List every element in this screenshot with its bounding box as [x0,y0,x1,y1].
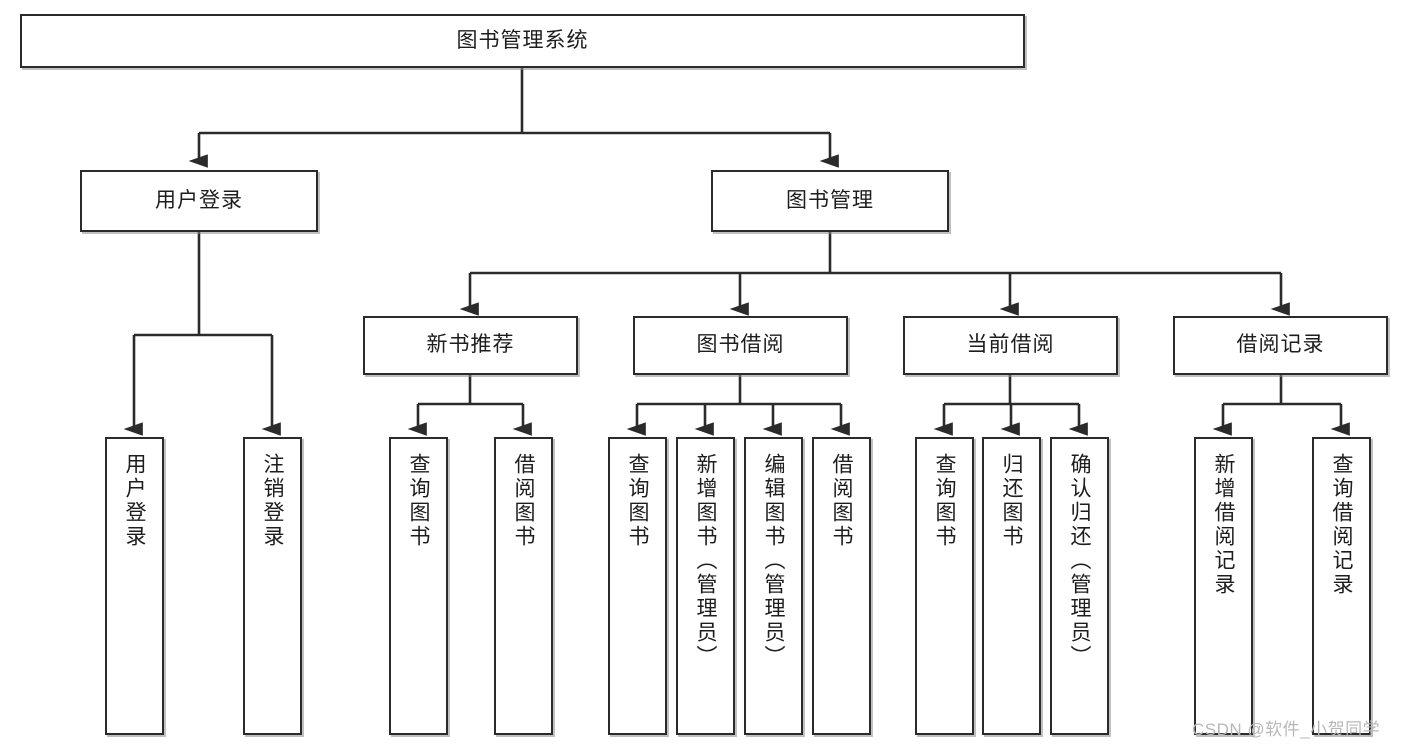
leaf-logout-login[interactable]: 注销登录 [243,437,302,735]
leaf-confirm-return-admin[interactable]: 确认归还（管理员） [1050,437,1109,735]
leaf-edit-book-admin-label: 编辑图书（管理员） [762,453,785,669]
node-user-login[interactable]: 用户登录 [80,170,318,232]
node-book-manage-label: 图书管理 [786,188,874,212]
leaf-return-book[interactable]: 归还图书 [982,437,1041,735]
leaf-add-book-admin[interactable]: 新增图书（管理员） [676,437,735,735]
node-root[interactable]: 图书管理系统 [20,14,1025,68]
node-borrow-record-label: 借阅记录 [1236,333,1325,357]
leaf-add-borrow-record[interactable]: 新增借阅记录 [1194,437,1253,735]
csdn-watermark: CSDN @软件_小贺同学 [1192,720,1381,739]
leaf-borrow-book-1[interactable]: 借阅图书 [494,437,553,735]
leaf-borrow-book-2[interactable]: 借阅图书 [812,437,871,735]
node-root-label: 图书管理系统 [456,28,589,52]
leaf-query-borrow-record[interactable]: 查询借阅记录 [1312,437,1371,735]
node-new-book-recommend[interactable]: 新书推荐 [363,316,578,375]
leaf-add-book-admin-label: 新增图书（管理员） [694,453,717,669]
node-new-book-recommend-label: 新书推荐 [426,333,515,357]
node-book-manage[interactable]: 图书管理 [711,170,949,232]
node-user-login-label: 用户登录 [155,188,243,212]
node-current-borrow-label: 当前借阅 [966,333,1055,357]
leaf-query-borrow-record-label: 查询借阅记录 [1330,453,1353,597]
leaf-add-borrow-record-label: 新增借阅记录 [1212,453,1235,597]
leaf-query-book-3-label: 查询图书 [933,453,956,549]
node-current-borrow[interactable]: 当前借阅 [903,316,1118,375]
node-borrow-record[interactable]: 借阅记录 [1173,316,1388,375]
leaf-query-book-1-label: 查询图书 [407,453,430,549]
leaf-user-login[interactable]: 用户登录 [105,437,164,735]
leaf-logout-login-label: 注销登录 [261,453,284,549]
leaf-confirm-return-admin-label: 确认归还（管理员） [1068,453,1091,669]
leaf-query-book-2-label: 查询图书 [626,453,649,549]
leaf-edit-book-admin[interactable]: 编辑图书（管理员） [744,437,803,735]
leaf-return-book-label: 归还图书 [1000,453,1023,549]
node-book-borrow[interactable]: 图书借阅 [633,316,848,375]
leaf-borrow-book-2-label: 借阅图书 [830,453,853,549]
leaf-query-book-3[interactable]: 查询图书 [915,437,974,735]
leaf-query-book-2[interactable]: 查询图书 [608,437,667,735]
leaf-borrow-book-1-label: 借阅图书 [512,453,535,549]
leaf-query-book-1[interactable]: 查询图书 [389,437,448,735]
leaf-user-login-label: 用户登录 [123,453,146,549]
node-book-borrow-label: 图书借阅 [696,333,785,357]
